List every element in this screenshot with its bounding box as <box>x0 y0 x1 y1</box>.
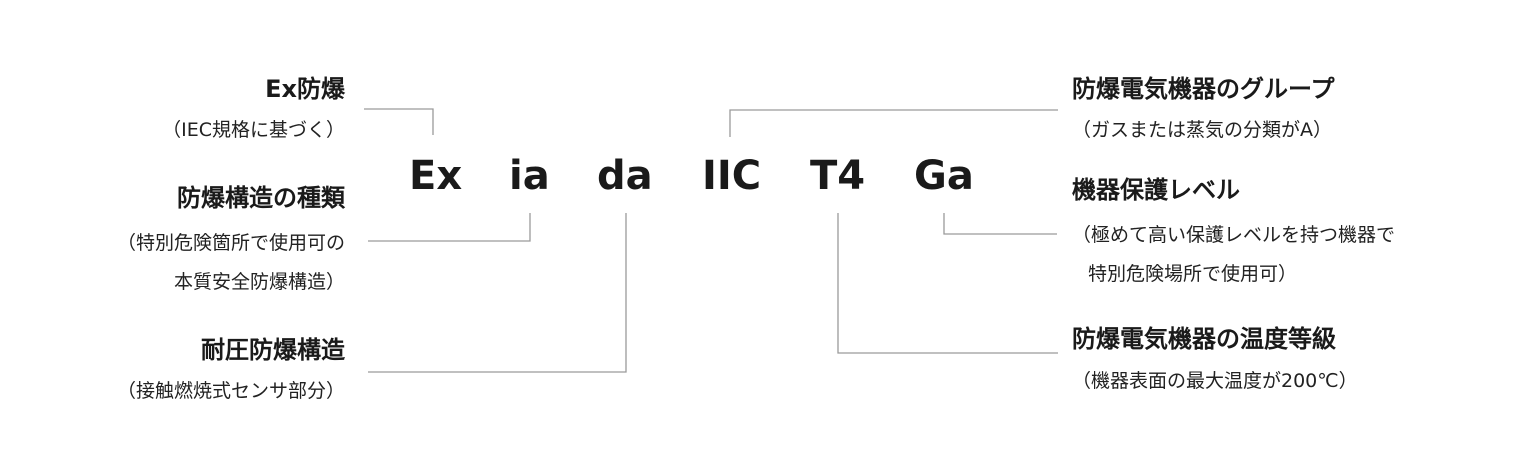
connector-da <box>368 213 627 373</box>
label-ia-desc-1: （特別危険箇所で使用可の <box>116 232 345 254</box>
connector-ga <box>943 213 1057 235</box>
label-da-title: 耐圧防爆構造 <box>201 336 345 364</box>
code-ga: Ga <box>914 153 974 199</box>
label-ex-desc: （IEC規格に基づく） <box>162 119 345 141</box>
code-iic: IIC <box>702 153 762 199</box>
label-ia-desc-2: 本質安全防爆構造） <box>173 271 345 293</box>
label-iic-desc: （ガスまたは蒸気の分類がA） <box>1072 119 1332 141</box>
connector-t4 <box>837 213 1058 354</box>
label-ga-desc-2: 特別危険場所で使用可） <box>1088 263 1298 285</box>
label-t4-title: 防爆電気機器の温度等級 <box>1072 325 1336 353</box>
connector-ex <box>364 108 434 135</box>
code-da: da <box>597 153 653 199</box>
code-ia: ia <box>509 153 550 199</box>
label-ia-title: 防爆構造の種類 <box>177 184 345 212</box>
connector-ia <box>368 213 531 242</box>
code-t4: T4 <box>810 153 866 199</box>
label-ga-desc-1: （極めて高い保護レベルを持つ機器で <box>1072 224 1396 246</box>
label-ex-title: Ex防爆 <box>265 75 345 103</box>
label-t4-desc: （機器表面の最大温度が200℃） <box>1072 370 1358 392</box>
code-ex: Ex <box>409 153 463 199</box>
connector-iic <box>729 109 1058 137</box>
label-ga-title: 機器保護レベル <box>1072 176 1240 204</box>
label-iic-title: 防爆電気機器のグループ <box>1072 75 1335 103</box>
label-da-desc: （接触燃焼式センサ部分） <box>116 380 345 402</box>
